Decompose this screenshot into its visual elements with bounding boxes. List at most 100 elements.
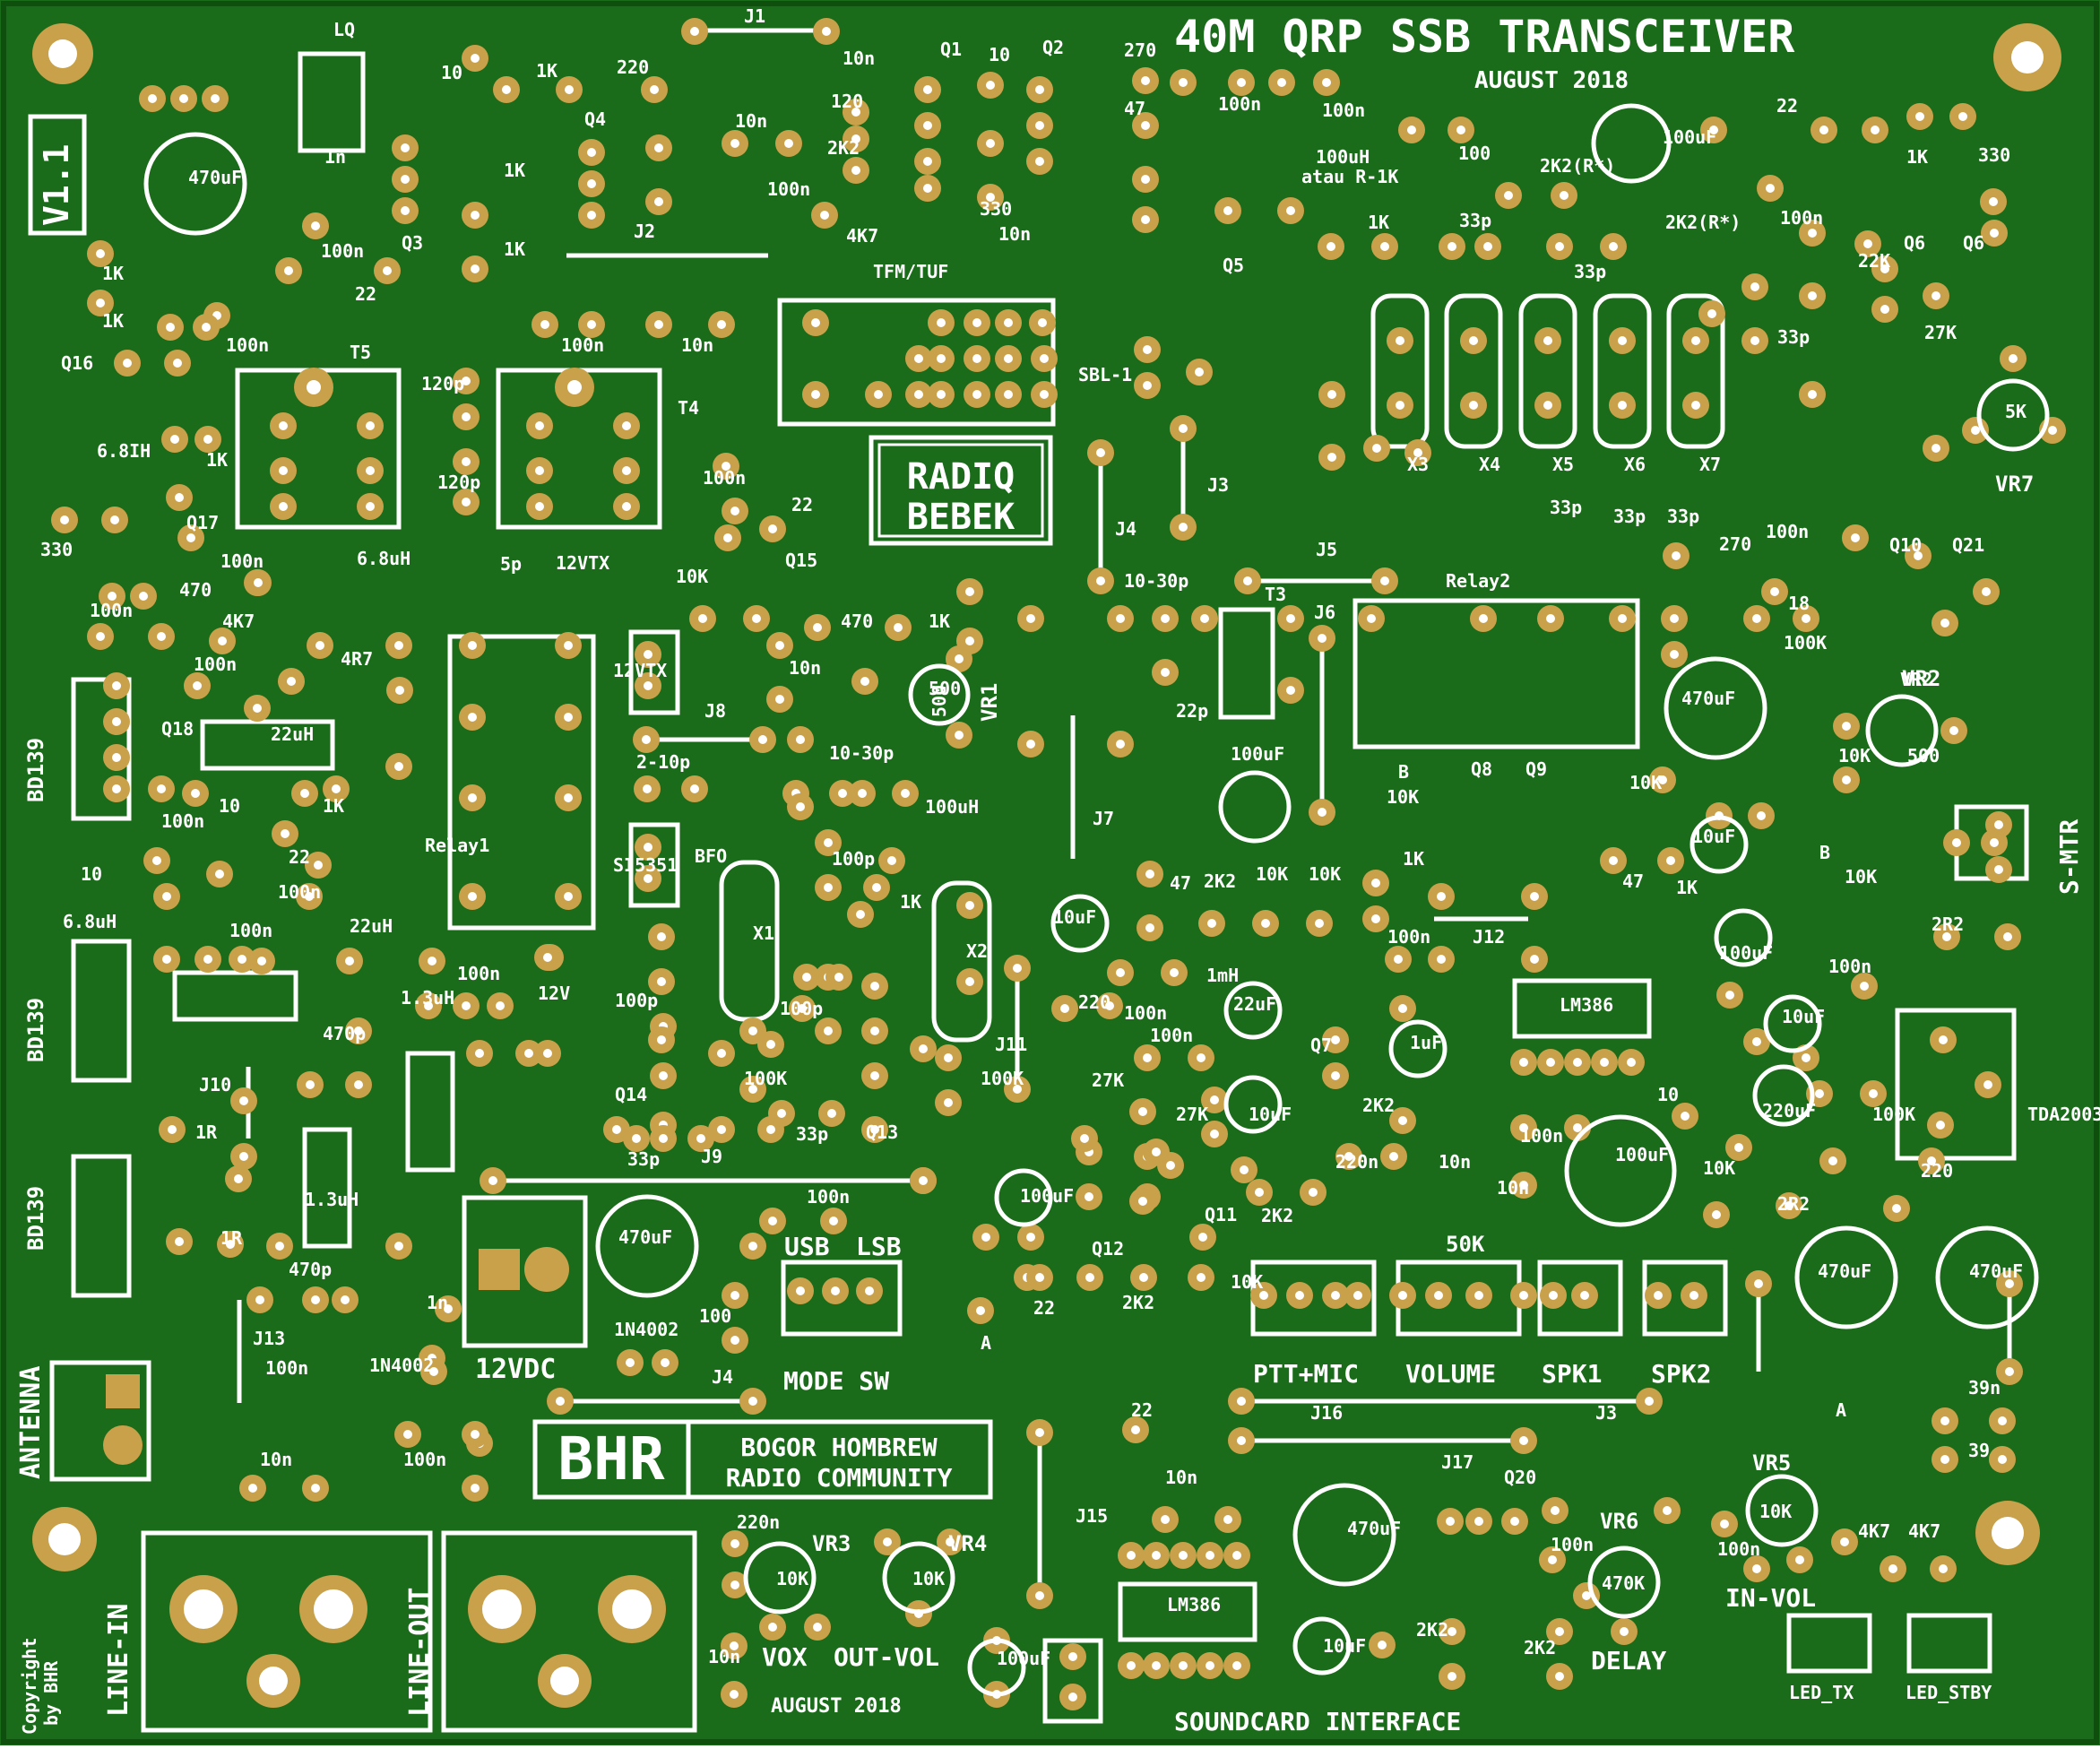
component-label: 270 xyxy=(1719,533,1751,555)
pad-hole xyxy=(496,1001,505,1010)
pad-hole xyxy=(955,654,964,663)
pad-hole xyxy=(1880,305,1889,314)
pad-hole xyxy=(813,623,822,632)
component-label: 100uH xyxy=(925,796,979,818)
component-label: 220 xyxy=(1078,991,1110,1013)
component-label: 1K xyxy=(206,449,228,471)
pad-hole xyxy=(730,139,739,148)
pad-hole xyxy=(1627,1058,1636,1067)
pad-hole xyxy=(1396,401,1404,410)
pad-hole xyxy=(813,1623,822,1632)
pad-hole xyxy=(717,1125,726,1134)
component-label: 1K xyxy=(536,60,557,82)
pad-hole xyxy=(383,266,392,275)
pad-hole xyxy=(919,1176,928,1185)
component-label: LM386 xyxy=(1167,1594,1221,1615)
pad-hole xyxy=(543,953,552,962)
pad-hole xyxy=(1842,775,1851,784)
component-label: Q15 xyxy=(785,550,817,571)
pad-hole xyxy=(202,323,211,332)
pad-hole xyxy=(644,650,652,659)
pad-hole xyxy=(162,955,171,964)
component-label: 10 xyxy=(989,44,1010,65)
component-label: Q6 xyxy=(1963,232,1984,254)
component-label: 10uF xyxy=(1692,826,1735,847)
pad-hole xyxy=(894,623,903,632)
pad-hole xyxy=(587,148,596,157)
component-label: A xyxy=(981,1332,991,1354)
pad-hole xyxy=(919,1044,928,1053)
component-label: 500 xyxy=(929,678,961,699)
pad-hole xyxy=(914,354,923,363)
pad-hole xyxy=(1915,112,1924,121)
component-label: 33p xyxy=(1459,210,1491,231)
vr2-label: VR2 xyxy=(1902,666,1940,691)
pad-hole xyxy=(768,1623,777,1632)
component-label: 100n xyxy=(1218,93,1261,115)
pad-hole xyxy=(239,1152,248,1161)
pad-hole xyxy=(1141,215,1150,224)
component-label: 4K7 xyxy=(1908,1520,1940,1542)
pad-hole xyxy=(238,955,246,964)
pad-hole xyxy=(587,320,596,329)
pad-hole xyxy=(986,139,995,148)
component-label: 470uF xyxy=(1681,688,1735,709)
pad-hole xyxy=(654,143,663,152)
component-label: 2K2 xyxy=(1524,1637,1556,1658)
component-label: 22uH xyxy=(271,723,314,745)
pad-hole xyxy=(1546,1058,1555,1067)
pad-hole xyxy=(1026,1233,1035,1242)
component-label: 100p xyxy=(615,990,658,1011)
component-label: 220 xyxy=(617,56,649,78)
pad-hole xyxy=(157,784,166,793)
pad-hole xyxy=(112,681,121,690)
usb-label: USB xyxy=(784,1232,830,1261)
pad-hole xyxy=(1327,242,1335,251)
component-label: 47 xyxy=(1124,98,1145,119)
pad-hole xyxy=(1141,76,1150,85)
pad-hole xyxy=(659,1134,668,1143)
pad-hole xyxy=(972,318,981,327)
pad-hole xyxy=(112,717,121,726)
component-label: 2K2 xyxy=(1122,1292,1154,1313)
pad-hole xyxy=(955,731,964,740)
pad-hole xyxy=(1259,1291,1268,1300)
pad-hole xyxy=(1808,229,1817,238)
pad-hole xyxy=(643,784,652,793)
component-label: X4 xyxy=(1479,454,1500,475)
pad-hole xyxy=(564,892,573,901)
component-label: 4K7 xyxy=(222,610,255,632)
component-label: 2R2 xyxy=(1777,1193,1810,1215)
component-label: 1K xyxy=(929,610,950,632)
pad-hole xyxy=(1315,919,1324,928)
pad-hole xyxy=(1510,1517,1519,1526)
component-label: 33p xyxy=(1574,261,1606,282)
pad-hole xyxy=(1371,914,1380,923)
pad-hole xyxy=(1179,1661,1188,1670)
component-label: 10 xyxy=(441,62,462,83)
pad-hole xyxy=(1237,1397,1246,1406)
in-vol-label: IN-VOL xyxy=(1725,1583,1816,1613)
pad-hole xyxy=(1327,390,1336,399)
component-label: 100n xyxy=(403,1449,446,1470)
component-label: J1 xyxy=(744,5,765,27)
copyright-line1: Copyright xyxy=(19,1638,40,1735)
pad-hole xyxy=(1681,1112,1690,1121)
pad-hole xyxy=(690,27,699,36)
pad-hole xyxy=(642,735,651,744)
component-label: 100uF xyxy=(1663,126,1716,148)
pad-hole xyxy=(1096,576,1105,585)
pad-hole xyxy=(462,377,471,385)
pad-hole xyxy=(768,1217,777,1225)
pad-hole xyxy=(1949,726,1958,735)
component-label: 2K2 xyxy=(827,137,860,159)
pad-hole xyxy=(923,121,932,130)
component-label: 120p xyxy=(437,472,480,493)
line-in-label: LINE-IN xyxy=(103,1604,134,1717)
pad-hole xyxy=(796,1286,805,1295)
pad-hole xyxy=(1195,368,1204,377)
pad-hole xyxy=(488,1176,497,1185)
power-connector-label: 12VDC xyxy=(475,1354,556,1385)
pad-hole xyxy=(1035,121,1044,130)
component-label: 33p xyxy=(1613,506,1646,527)
